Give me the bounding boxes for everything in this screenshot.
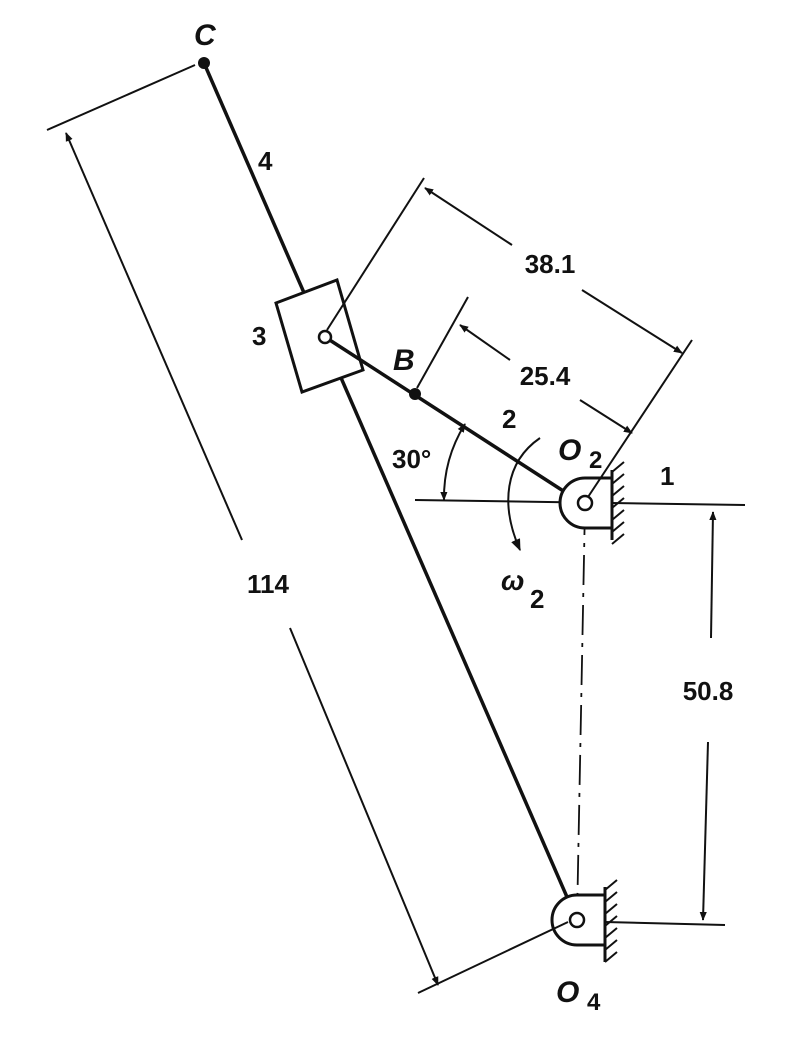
slider-pin — [317, 329, 333, 345]
omega-subscript: 2 — [530, 584, 544, 614]
pivot-centerline-dashed — [576, 504, 586, 921]
o4-label-subscript: 4 — [587, 989, 601, 1016]
omega-rotation-arrow — [507, 437, 541, 552]
link-2-label: 2 — [502, 404, 516, 434]
rocker-link-4 — [202, 62, 579, 921]
link-1-label: 1 — [660, 461, 674, 491]
dim-rocker-length-label: 114 — [247, 569, 289, 599]
point-b-label: B — [393, 344, 415, 377]
dim-crank-length-label: 25.4 — [520, 361, 571, 391]
angle-arc — [440, 423, 466, 501]
dim-pivot-spacing-label: 50.8 — [683, 676, 734, 706]
point-c-label: C — [194, 19, 217, 52]
dimension-50-8 — [699, 511, 717, 921]
o4-ground-pivot — [550, 879, 618, 963]
dim-slider-offset-label: 38.1 — [525, 249, 576, 279]
omega-symbol: ω — [501, 565, 524, 596]
crank-link-2 — [324, 335, 586, 507]
o2-ground-pivot — [558, 461, 625, 545]
o4-label-letter: O — [556, 976, 579, 1009]
angle-label: 30° — [392, 444, 431, 474]
point-c-marker — [198, 57, 210, 69]
dimension-38-1 — [326, 177, 693, 498]
link-4-label: 4 — [258, 146, 273, 176]
link-3-label: 3 — [252, 321, 266, 351]
o4-extension-line — [604, 921, 726, 926]
dimension-25-4 — [416, 296, 633, 434]
point-b-marker — [409, 388, 421, 400]
o2-label-subscript: 2 — [589, 447, 602, 474]
o2-label-letter: O — [558, 434, 581, 467]
dimension-114 — [46, 64, 569, 994]
